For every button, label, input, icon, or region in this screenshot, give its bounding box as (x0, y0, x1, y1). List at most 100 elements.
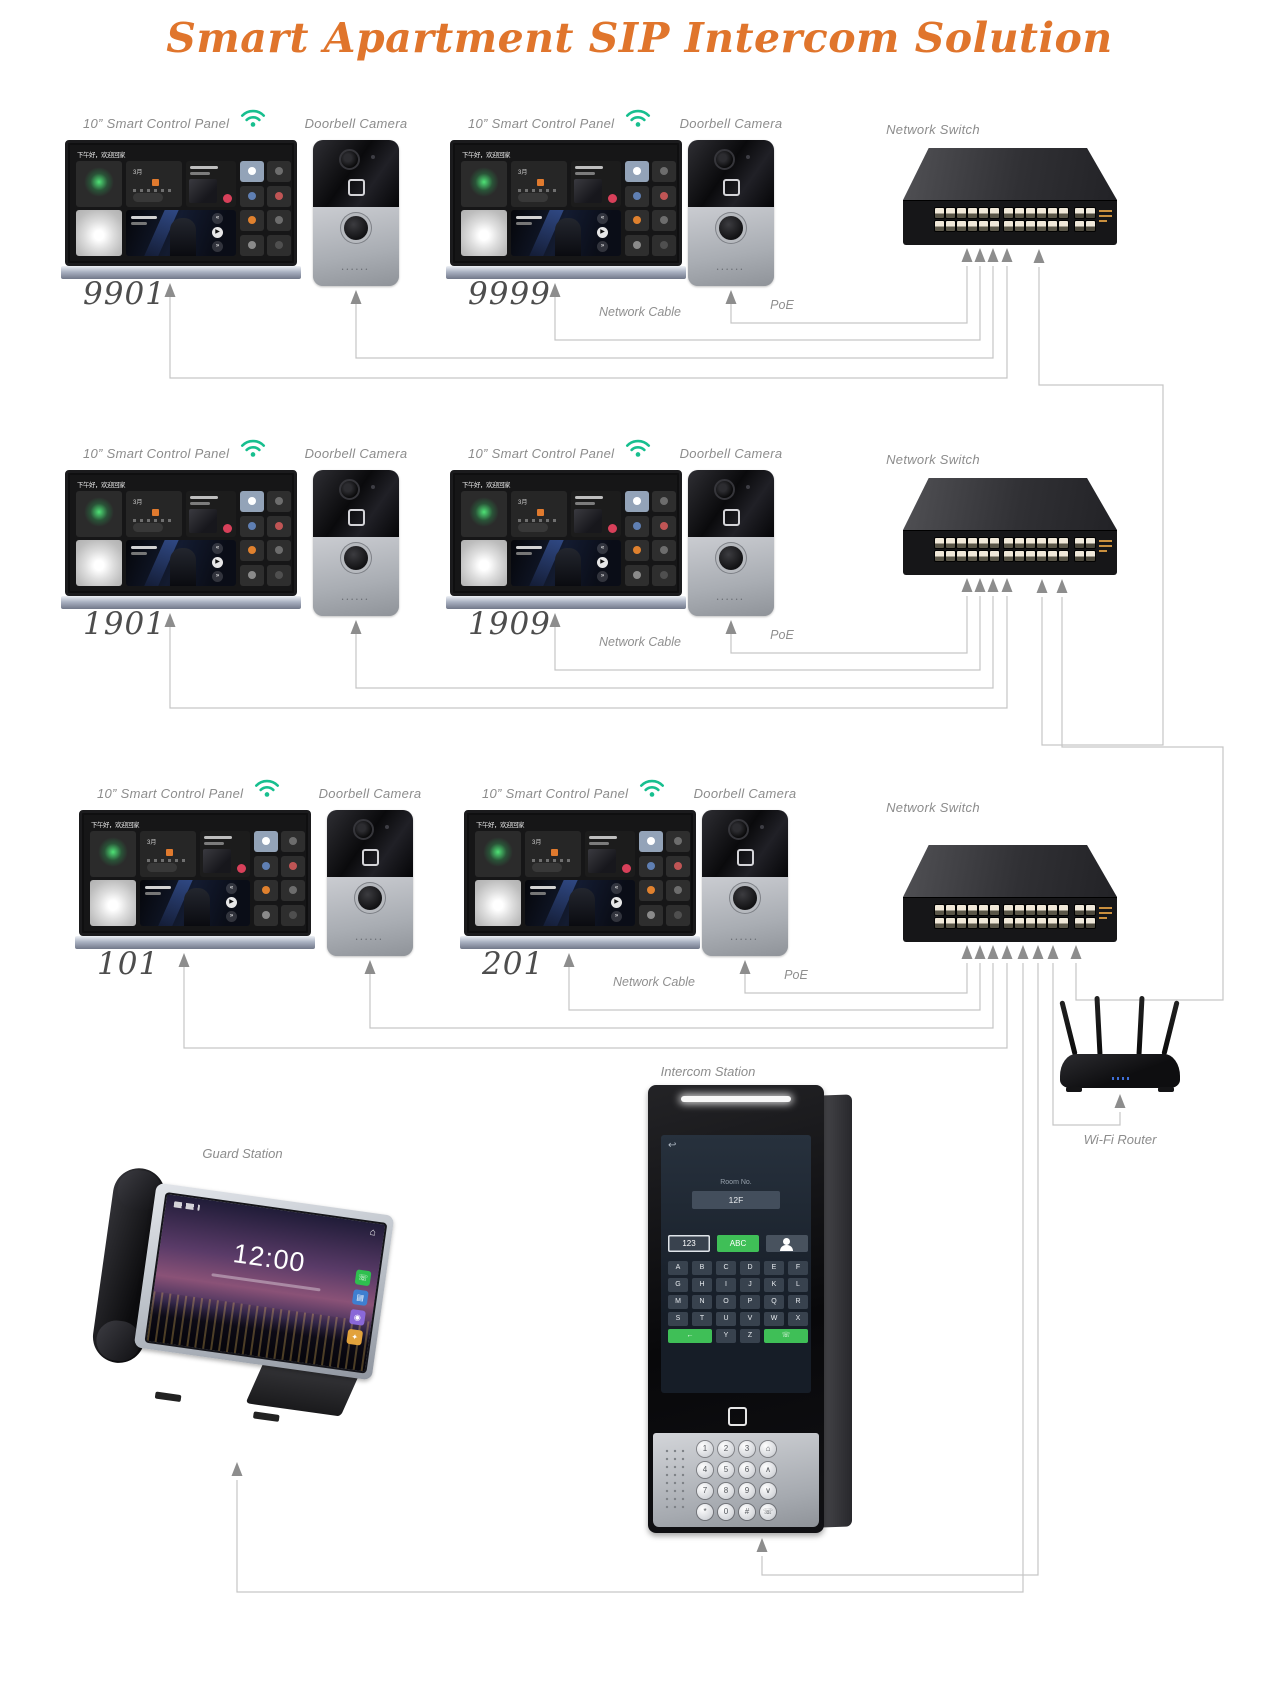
keypad-button: 8 (718, 1483, 734, 1499)
rj45-port (957, 538, 966, 548)
network-cable-line (568, 963, 981, 1011)
camera-lens (339, 149, 360, 170)
doorbell-camera-group: Doorbell Camera •••••• (305, 430, 407, 670)
rj45-port (946, 221, 955, 231)
network-cable-line (183, 963, 1008, 1049)
status-icons (173, 1201, 201, 1211)
rj45-port (968, 538, 977, 548)
network-cable-line (744, 963, 968, 994)
rj45-port (968, 918, 977, 928)
nfc-icon (723, 509, 740, 526)
arrowhead (756, 1538, 768, 1552)
singer-figure (170, 218, 196, 256)
prev-icon: « (212, 213, 223, 224)
panel-stand (460, 936, 700, 949)
scene-tile (652, 540, 676, 561)
media-info-tile (585, 831, 635, 877)
back-icon: ↩ (668, 1140, 677, 1151)
song-title (516, 216, 542, 219)
doorbell-camera-group: Doorbell Camera •••••• (680, 100, 782, 340)
letter-key: B (692, 1261, 712, 1275)
scene-tile (267, 235, 291, 256)
album-art (574, 509, 602, 533)
scene-icon (633, 216, 641, 224)
panel-screen: 下午好，欢迎回家 3月 (455, 145, 677, 261)
clock-tile (76, 491, 122, 537)
scene-icon (248, 216, 256, 224)
scene-tile (666, 880, 690, 901)
calendar-today (152, 179, 159, 186)
scene-icon (647, 862, 655, 870)
network-cable-line (169, 596, 1008, 709)
panel-bezel: 下午好，欢迎回家 3月 (65, 470, 297, 596)
network-switch-label: Network Switch (886, 800, 980, 815)
calendar-tile: 3月 (126, 161, 182, 207)
calendar-add-button (133, 523, 163, 532)
scene-icon (674, 837, 682, 845)
keypad-button: 7 (697, 1483, 713, 1499)
rj45-port (990, 905, 999, 915)
scene-tile (240, 210, 264, 231)
scene-icon (275, 497, 283, 505)
panel-label: 10” Smart Control Panel (97, 786, 244, 801)
photo-tile (461, 210, 507, 256)
led-dot (385, 825, 389, 829)
network-cable-label: Network Cable (613, 975, 695, 989)
arrowhead (961, 578, 973, 592)
panel-screen: 下午好，欢迎回家 3月 (70, 145, 292, 261)
settings-icon: ✦ (346, 1328, 364, 1346)
scene-icon (248, 522, 256, 530)
network-switch (903, 478, 1117, 575)
clock-tile (475, 831, 521, 877)
arrowhead (987, 945, 999, 959)
doorbell-lower-panel: •••••• (327, 877, 413, 956)
panel-stand (75, 936, 315, 949)
mic-holes: •••••• (355, 937, 385, 943)
wifi-icon (240, 439, 266, 457)
doorbell-lower-panel: •••••• (702, 877, 788, 956)
switch-print (1099, 907, 1113, 927)
rj45-port (1015, 918, 1024, 928)
rj45-port (1048, 905, 1057, 915)
radar-glow (483, 837, 513, 867)
doorbell-label: Doorbell Camera (304, 446, 408, 461)
rj45-port (1037, 551, 1046, 561)
scene-icon (633, 167, 641, 175)
rj45-port (935, 551, 944, 561)
next-icon: » (611, 911, 622, 922)
camera-lens (339, 479, 360, 500)
song-artist (530, 892, 546, 895)
network-cable-line (1061, 597, 1224, 1001)
wifi-icon (625, 109, 651, 127)
arrowhead (231, 1462, 243, 1476)
calendar-month: 3月 (133, 500, 143, 506)
network-cable-line (236, 963, 1024, 1593)
router-antenna (1136, 995, 1145, 1057)
rj45-port (946, 538, 955, 548)
rj45-port (1059, 538, 1068, 548)
uplink-ports (1075, 538, 1097, 562)
tab-alpha: ABC (717, 1235, 759, 1252)
scene-tile (639, 856, 663, 877)
scene-tile (666, 905, 690, 926)
wifi-router (1052, 990, 1192, 1100)
scene-tile (639, 905, 663, 926)
singer-figure (555, 548, 581, 586)
arrowhead (1017, 945, 1029, 959)
screen-greeting: 下午好，欢迎回家 (476, 822, 525, 829)
scene-icon (674, 862, 682, 870)
smart-control-panel-group: 10” Smart Control Panel 下午好，欢迎回家 (61, 430, 301, 660)
letter-key: D (740, 1261, 760, 1275)
smart-control-panel-group: 10” Smart Control Panel 下午好，欢迎回家 (61, 100, 301, 330)
call-button (733, 886, 757, 910)
calendar-days (147, 859, 189, 862)
letter-key: J (740, 1278, 760, 1292)
scene-tile (625, 210, 649, 231)
screen-greeting: 下午好，欢迎回家 (462, 482, 511, 489)
scene-tile (281, 905, 305, 926)
arrowhead (1033, 249, 1045, 263)
extension-number: 1909 (468, 606, 551, 642)
rj45-port (1037, 905, 1046, 915)
rj45-port (946, 551, 955, 561)
